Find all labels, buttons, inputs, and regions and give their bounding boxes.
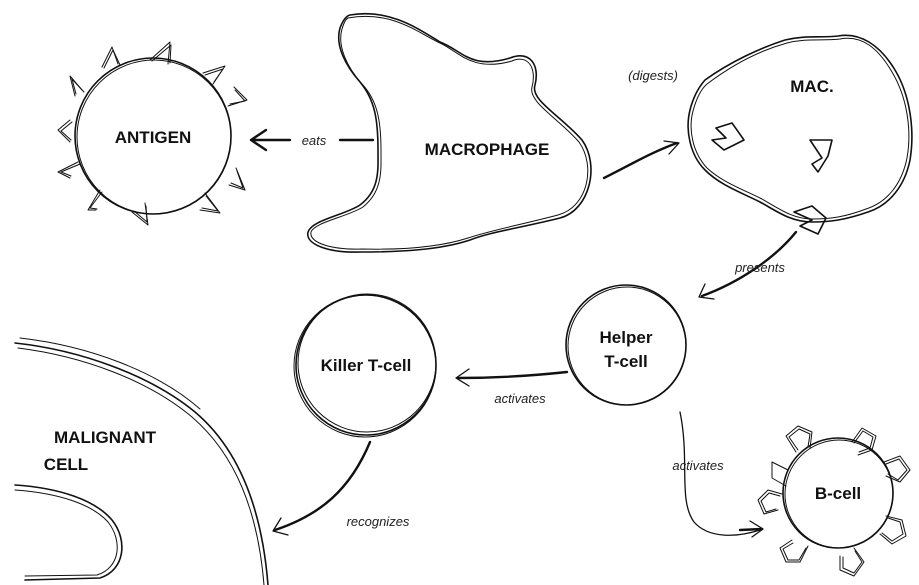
edge-presents: presents: [699, 232, 796, 299]
mac-fragment-2: [810, 140, 832, 172]
antigen-node: ANTIGEN: [58, 42, 247, 225]
bcell-label: B-cell: [815, 484, 861, 503]
macrophage-node: MACROPHAGE: [308, 14, 591, 252]
malignant-cell-nucleus-stroke: [15, 490, 117, 576]
helper-tcell-node: Helper T-cell: [566, 285, 686, 405]
antigen-label: ANTIGEN: [115, 128, 192, 147]
recognizes-label: recognizes: [347, 514, 410, 529]
malignant-cell-label-line1: MALIGNANT: [54, 428, 157, 447]
malignant-cell-membrane-stroke-2: [20, 338, 200, 409]
mac-label: MAC.: [790, 77, 833, 96]
helper-tcell-label-line2: T-cell: [604, 352, 647, 371]
edge-activates-bcell: activates: [672, 412, 763, 537]
bcell-node: B-cell: [758, 426, 910, 576]
activates-killer-label: activates: [494, 391, 546, 406]
edge-recognizes: recognizes: [273, 442, 410, 535]
eats-label: eats: [302, 133, 327, 148]
malignant-cell-label-line2: CELL: [44, 455, 88, 474]
edge-digests: (digests): [604, 68, 679, 178]
edge-eats: eats: [251, 130, 373, 150]
macrophage-blob-stroke: [311, 16, 588, 249]
macrophage-blob: [308, 14, 591, 252]
digests-label: (digests): [628, 68, 678, 83]
edge-activates-killer: activates: [456, 369, 567, 406]
malignant-cell-node: MALIGNANT CELL: [15, 338, 268, 585]
presents-label: presents: [734, 260, 785, 275]
killer-tcell-node: Killer T-cell: [294, 294, 436, 437]
mac-node: MAC.: [688, 35, 912, 234]
mac-fragment-1: [712, 123, 744, 150]
mac-blob-stroke: [691, 38, 909, 219]
mac-blob: [688, 35, 912, 222]
helper-tcell-label-line1: Helper: [600, 328, 653, 347]
killer-tcell-label: Killer T-cell: [321, 356, 412, 375]
macrophage-label: MACROPHAGE: [425, 140, 550, 159]
activates-bcell-label: activates: [672, 458, 724, 473]
